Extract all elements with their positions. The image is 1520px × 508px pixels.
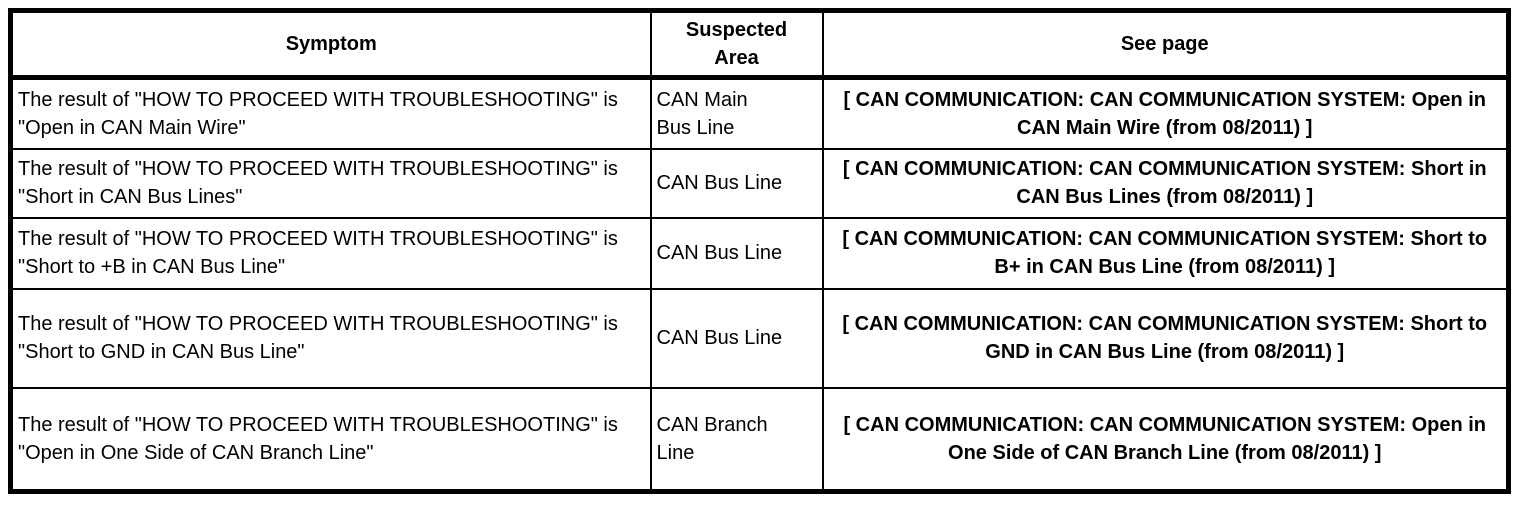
symptom-cell: The result of "HOW TO PROCEED WITH TROUB… bbox=[9, 147, 652, 219]
symptom-cell: The result of "HOW TO PROCEED WITH TROUB… bbox=[9, 216, 652, 290]
suspected-area-cell: CAN Branch Line bbox=[649, 386, 824, 493]
table-row: The result of "HOW TO PROCEED WITH TROUB… bbox=[9, 386, 1510, 493]
suspected-area-cell: CAN Main Bus Line bbox=[649, 76, 824, 150]
table-row: The result of "HOW TO PROCEED WITH TROUB… bbox=[9, 76, 1510, 150]
see-page-link[interactable]: [ CAN COMMUNICATION: CAN COMMUNICATION S… bbox=[821, 287, 1510, 389]
column-header-see-page: See page bbox=[821, 9, 1510, 80]
column-header-symptom: Symptom bbox=[9, 9, 652, 80]
suspected-area-cell: CAN Bus Line bbox=[649, 287, 824, 389]
suspected-area-cell: CAN Bus Line bbox=[649, 216, 824, 290]
suspected-area-cell: CAN Bus Line bbox=[649, 147, 824, 219]
table-row: The result of "HOW TO PROCEED WITH TROUB… bbox=[9, 287, 1510, 389]
troubleshooting-table: Symptom Suspected Area See page The resu… bbox=[8, 8, 1511, 494]
see-page-link[interactable]: [ CAN COMMUNICATION: CAN COMMUNICATION S… bbox=[821, 386, 1510, 493]
symptom-cell: The result of "HOW TO PROCEED WITH TROUB… bbox=[9, 287, 652, 389]
table-row: The result of "HOW TO PROCEED WITH TROUB… bbox=[9, 147, 1510, 219]
see-page-link[interactable]: [ CAN COMMUNICATION: CAN COMMUNICATION S… bbox=[821, 216, 1510, 290]
table-row: The result of "HOW TO PROCEED WITH TROUB… bbox=[9, 216, 1510, 290]
see-page-link[interactable]: [ CAN COMMUNICATION: CAN COMMUNICATION S… bbox=[821, 76, 1510, 150]
see-page-link[interactable]: [ CAN COMMUNICATION: CAN COMMUNICATION S… bbox=[821, 147, 1510, 219]
symptom-cell: The result of "HOW TO PROCEED WITH TROUB… bbox=[9, 76, 652, 150]
symptom-cell: The result of "HOW TO PROCEED WITH TROUB… bbox=[9, 386, 652, 493]
table-header-row: Symptom Suspected Area See page bbox=[9, 9, 1510, 80]
column-header-suspected-area: Suspected Area bbox=[649, 9, 824, 80]
